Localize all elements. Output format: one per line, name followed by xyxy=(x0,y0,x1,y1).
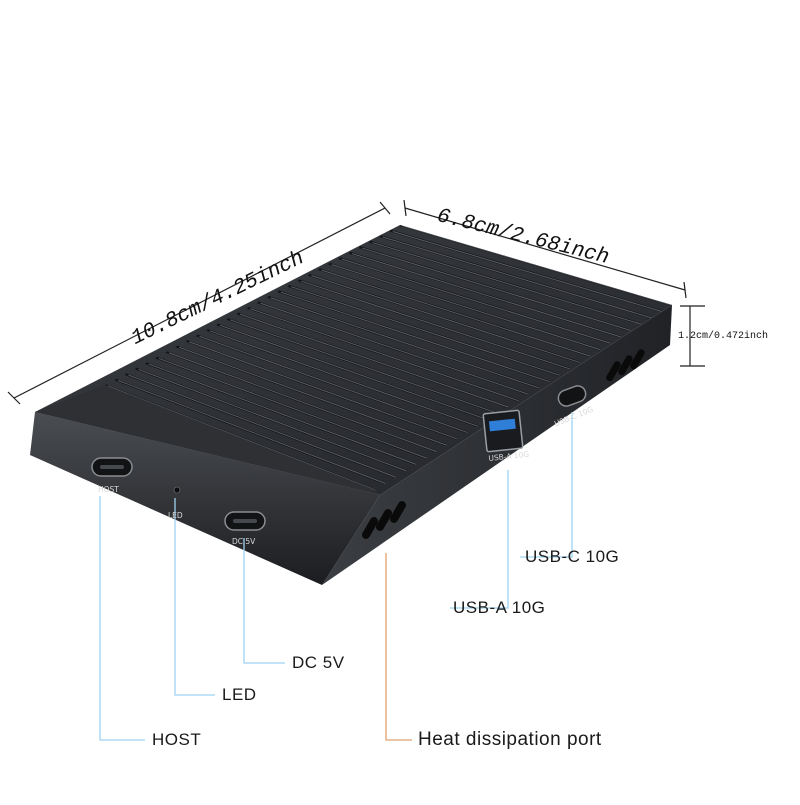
heatsink-rib-highlight xyxy=(138,368,409,473)
front-vents xyxy=(362,501,406,539)
heatsink-rib-highlight xyxy=(362,247,635,332)
height-dimension: 1.2cm/0.472inch xyxy=(678,331,769,342)
heatsink-rib-highlight xyxy=(382,236,655,320)
heatsink-rib-highlight xyxy=(341,258,614,345)
heatsink-rib-highlight xyxy=(372,242,645,326)
heatsink-rib-highlight xyxy=(331,264,604,352)
heatsink-rib-highlight xyxy=(270,297,543,390)
heatsink-rib-highlight xyxy=(301,280,573,371)
heatsink-rib-highlight xyxy=(189,341,461,441)
heatsink-rib-highlight xyxy=(321,269,594,358)
heatsink-rib-highlight xyxy=(351,253,624,339)
heatsink-rib-highlight xyxy=(199,335,471,435)
heatsink-rib-highlight xyxy=(148,363,420,466)
heatsink-rib-highlight xyxy=(240,313,512,409)
host-port-label: HOST xyxy=(98,485,119,494)
heatsink-rib-highlight xyxy=(117,380,389,486)
device-end-cap xyxy=(35,385,380,495)
host-callout: HOST xyxy=(152,730,202,749)
heatsink-rib-highlight xyxy=(311,275,583,364)
led-label: LED xyxy=(168,511,183,520)
heatsink-rib-highlight xyxy=(402,225,672,307)
heatsink-rib-highlight xyxy=(392,231,665,313)
heatsink-rib-highlight xyxy=(158,357,430,460)
heatsink-rib-highlight xyxy=(229,319,502,415)
ribbed-heatsink-top xyxy=(105,225,672,490)
side-vents xyxy=(606,349,645,382)
heatsink-rib-highlight xyxy=(107,385,379,490)
heatsink-rib-highlight xyxy=(250,308,522,403)
heat-leader-line xyxy=(385,553,412,741)
heatsink-rib-highlight xyxy=(219,324,491,422)
heatsink-rib-highlight xyxy=(209,330,481,428)
usb-a-callout: USB-A 10G xyxy=(453,598,546,617)
usb-c-callout: USB-C 10G xyxy=(525,547,620,566)
heatsink-rib-highlight xyxy=(128,374,399,479)
led-indicator xyxy=(173,486,181,494)
dimension-lines xyxy=(7,199,705,405)
device-front-surface xyxy=(30,412,380,585)
led-callout: LED xyxy=(222,685,257,704)
heatsink-rib-highlight xyxy=(280,291,553,384)
leader-lines xyxy=(99,412,573,741)
dc-callout: DC 5V xyxy=(292,653,345,672)
usb-c-port xyxy=(557,385,587,407)
usb-a-port xyxy=(482,409,524,453)
heatsink-rib-highlight xyxy=(290,286,563,377)
dc-port-label: DC 5V xyxy=(232,537,256,546)
heat-callout: Heat dissipation port xyxy=(418,729,602,750)
heatsink-rib-highlight xyxy=(168,352,440,454)
heatsink-rib-highlight xyxy=(260,302,532,396)
heatsink-rib-highlight xyxy=(179,346,450,447)
